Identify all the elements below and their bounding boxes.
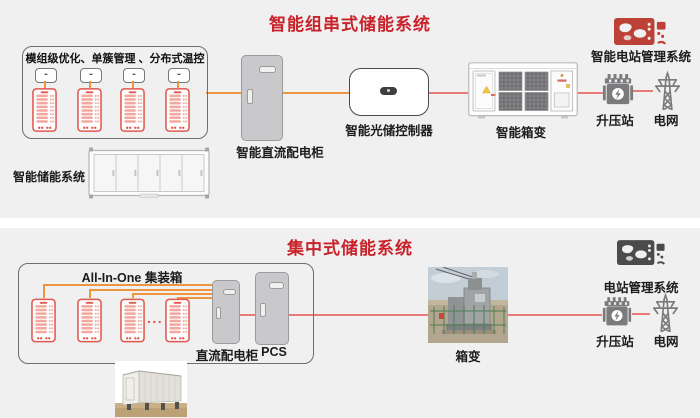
optimizer-icon: - xyxy=(80,68,102,83)
booster-station-icon xyxy=(602,297,632,329)
connector-line xyxy=(89,289,91,298)
dc-cabinet-icon xyxy=(241,55,283,141)
connector-line xyxy=(89,289,213,291)
battery-rack-icon xyxy=(165,298,190,343)
storage-container-icon xyxy=(88,147,210,200)
connector-line xyxy=(633,90,653,92)
battery-rack-icon xyxy=(77,87,102,133)
section-title-string: 智能组串式储能系统 xyxy=(269,15,431,34)
power-grid-icon xyxy=(651,71,684,110)
management-system-label: 智能电站管理系统 xyxy=(590,50,692,64)
booster-station-label: 升压站 xyxy=(596,114,634,128)
optimizer-icon: - xyxy=(123,68,145,83)
box-transformer-label: 箱变 xyxy=(455,350,481,364)
connector-line xyxy=(632,313,650,315)
battery-group-title: 模组级优化、单簇管理 、分布式温控 xyxy=(25,53,205,65)
connector-line xyxy=(287,314,428,316)
controller-label: 智能光储控制器 xyxy=(345,124,433,138)
battery-group-box: 模组级优化、单簇管理 、分布式温控 xyxy=(22,46,208,139)
connector-line xyxy=(43,284,45,298)
power-grid-label: 电网 xyxy=(653,114,679,128)
connector-line xyxy=(206,92,241,94)
connector-line xyxy=(238,314,255,316)
connector-line xyxy=(281,92,349,94)
battery-rack-icon xyxy=(32,87,57,133)
battery-rack-icon xyxy=(165,87,190,133)
connector-line xyxy=(44,81,46,88)
section-title-centralized: 集中式储能系统 xyxy=(287,239,413,258)
booster-station-icon xyxy=(602,74,634,108)
optimizer-icon: - xyxy=(168,68,190,83)
management-system-label: 电站管理系统 xyxy=(603,281,679,295)
battery-rack-icon xyxy=(120,87,145,133)
ellipsis: ... xyxy=(147,310,164,326)
storage-system-label: 智能储能系统 xyxy=(13,170,86,184)
connector-line xyxy=(508,314,602,316)
pcs-label: PCS xyxy=(261,345,287,359)
optimizer-icon: - xyxy=(35,68,57,83)
dc-cabinet-label: 智能直流配电柜 xyxy=(236,146,324,160)
connector-line xyxy=(89,81,91,88)
dc-cabinet-icon xyxy=(212,280,240,344)
pv-storage-controller-icon xyxy=(349,68,429,116)
connector-line xyxy=(132,293,213,295)
connector-line xyxy=(578,92,603,94)
connector-line xyxy=(132,293,134,298)
smart-transformer-icon xyxy=(468,62,578,119)
connector-line xyxy=(177,81,179,88)
box-transformer-photo xyxy=(428,267,508,343)
booster-station-label: 升压站 xyxy=(596,335,634,349)
connector-line xyxy=(43,284,213,286)
connector-line xyxy=(427,92,468,94)
power-grid-label: 电网 xyxy=(653,335,679,349)
smart-transformer-label: 智能箱变 xyxy=(495,126,547,140)
connector-line xyxy=(132,81,134,88)
battery-rack-icon xyxy=(31,298,56,343)
management-system-icon xyxy=(614,17,666,48)
all-in-one-title: All-In-One 集装箱 xyxy=(81,271,183,285)
battery-rack-icon xyxy=(77,298,102,343)
dc-cabinet-label: 直流配电柜 xyxy=(195,349,259,363)
connector-line xyxy=(177,297,213,299)
battery-rack-icon xyxy=(120,298,145,343)
pcs-cabinet-icon xyxy=(255,272,289,345)
power-grid-icon xyxy=(649,293,682,332)
container-photo xyxy=(115,361,187,417)
management-system-icon xyxy=(617,239,665,268)
